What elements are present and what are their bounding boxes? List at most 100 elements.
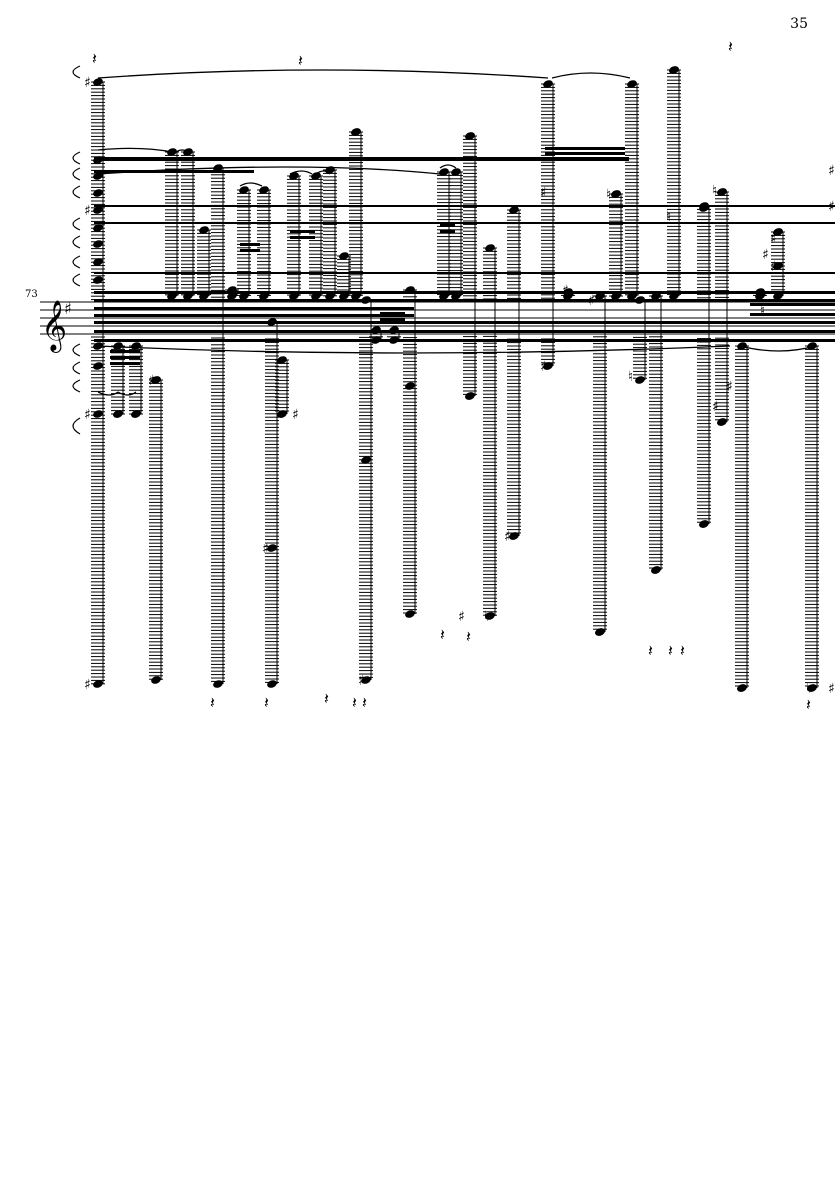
accidentals: ♯♯♯♯♯♯♯♯♯♯♯♯♯♮♮♮♮♯♯♯♯♯♮♮♮♯♯♯♯ [84, 75, 835, 697]
note-head [227, 292, 237, 300]
note-head [405, 610, 415, 618]
sharp-icon: ♯ [712, 399, 719, 415]
note-head [627, 80, 637, 88]
note-head [485, 612, 495, 620]
note-head [807, 684, 817, 692]
note-head [509, 206, 519, 214]
sharp-icon: ♯ [84, 75, 91, 91]
note-head [167, 148, 177, 156]
note-head [543, 80, 553, 88]
quarter-rest-icon: 𝄽 [298, 51, 303, 70]
quarter-rest-icon: 𝄽 [92, 49, 97, 68]
note-head [289, 292, 299, 300]
note-head [465, 392, 475, 400]
note-head [595, 628, 605, 636]
note-head [267, 544, 277, 552]
sharp-icon: ♯ [762, 247, 769, 263]
sharp-icon: ♯ [358, 673, 365, 689]
page-number: 35 [790, 16, 808, 32]
note-head [259, 186, 269, 194]
natural-icon: ♮ [628, 369, 633, 385]
sharp-icon: ♯ [84, 203, 91, 219]
note-head [183, 292, 193, 300]
rests: 𝄽𝄽𝄽𝄽𝄽𝄽𝄽𝄽𝄽𝄽𝄽𝄽𝄽𝄽 [92, 37, 811, 714]
note-head [451, 168, 461, 176]
note-head [371, 336, 381, 344]
quarter-rest-icon: 𝄽 [728, 37, 733, 56]
note-head [361, 676, 371, 684]
note-head [131, 342, 141, 350]
note-head [151, 376, 161, 384]
note-head [361, 296, 371, 304]
note-head [371, 326, 381, 334]
natural-icon: ♮ [484, 609, 489, 625]
sharp-icon: ♯ [540, 185, 547, 201]
sharp-icon: ♯ [504, 529, 511, 545]
note-head [325, 292, 335, 300]
note-head [611, 292, 621, 300]
note-head [351, 292, 361, 300]
note-head [651, 566, 661, 574]
natural-icon: ♮ [760, 303, 765, 319]
note-head [773, 228, 783, 236]
staff [40, 301, 835, 335]
note-head [611, 190, 621, 198]
note-head [311, 292, 321, 300]
natural-icon: ♮ [712, 183, 717, 199]
note-head [543, 362, 553, 370]
note-head [239, 292, 249, 300]
note-head [635, 296, 645, 304]
sharp-icon: ♯ [262, 541, 269, 557]
note-head [131, 410, 141, 418]
note-head [167, 292, 177, 300]
note-head [199, 226, 209, 234]
note-head [807, 342, 817, 350]
natural-icon: ♮ [666, 209, 671, 225]
quarter-rest-icon: 𝄽 [440, 625, 445, 644]
note-head [563, 292, 573, 300]
note-head [93, 189, 103, 197]
note-head [699, 520, 709, 528]
note-head [213, 680, 223, 688]
quarter-rest-icon: 𝄽 [648, 641, 653, 660]
note-head [339, 252, 349, 260]
note-head [311, 172, 321, 180]
sharp-icon: ♯ [828, 163, 835, 179]
note-head [669, 66, 679, 74]
note-head [651, 292, 661, 300]
note-head [509, 532, 519, 540]
sharp-icon: ♯ [540, 359, 547, 375]
note-head [93, 224, 103, 232]
sharp-icon: ♯ [726, 379, 733, 395]
note-head [635, 376, 645, 384]
sharp-icon: ♯ [292, 407, 299, 423]
note-head [325, 166, 335, 174]
note-head [93, 410, 103, 418]
note-head [151, 676, 161, 684]
note-head [267, 680, 277, 688]
note-head [289, 172, 299, 180]
note-head [227, 286, 237, 294]
quarter-rest-icon: 𝄽 [680, 641, 685, 660]
quarter-rest-icon: 𝄽 [362, 693, 367, 712]
note-head [737, 342, 747, 350]
note-head [669, 292, 679, 300]
sharp-icon: ♯ [828, 199, 835, 215]
sharp-icon: ♯ [562, 283, 569, 299]
measure-number: 73 [25, 289, 38, 300]
sharp-icon: ♯ [84, 677, 91, 693]
note-head [113, 410, 123, 418]
quarter-rest-icon: 𝄽 [668, 641, 673, 660]
sharp-icon: ♯ [588, 293, 595, 309]
note-head [351, 128, 361, 136]
note-head [773, 292, 783, 300]
quarter-rest-icon: 𝄽 [466, 627, 471, 646]
note-head [485, 244, 495, 252]
quarter-rest-icon: 𝄽 [210, 693, 215, 712]
natural-icon: ♮ [806, 681, 811, 697]
note-head [93, 206, 103, 214]
note-head [451, 292, 461, 300]
note-head [277, 410, 287, 418]
